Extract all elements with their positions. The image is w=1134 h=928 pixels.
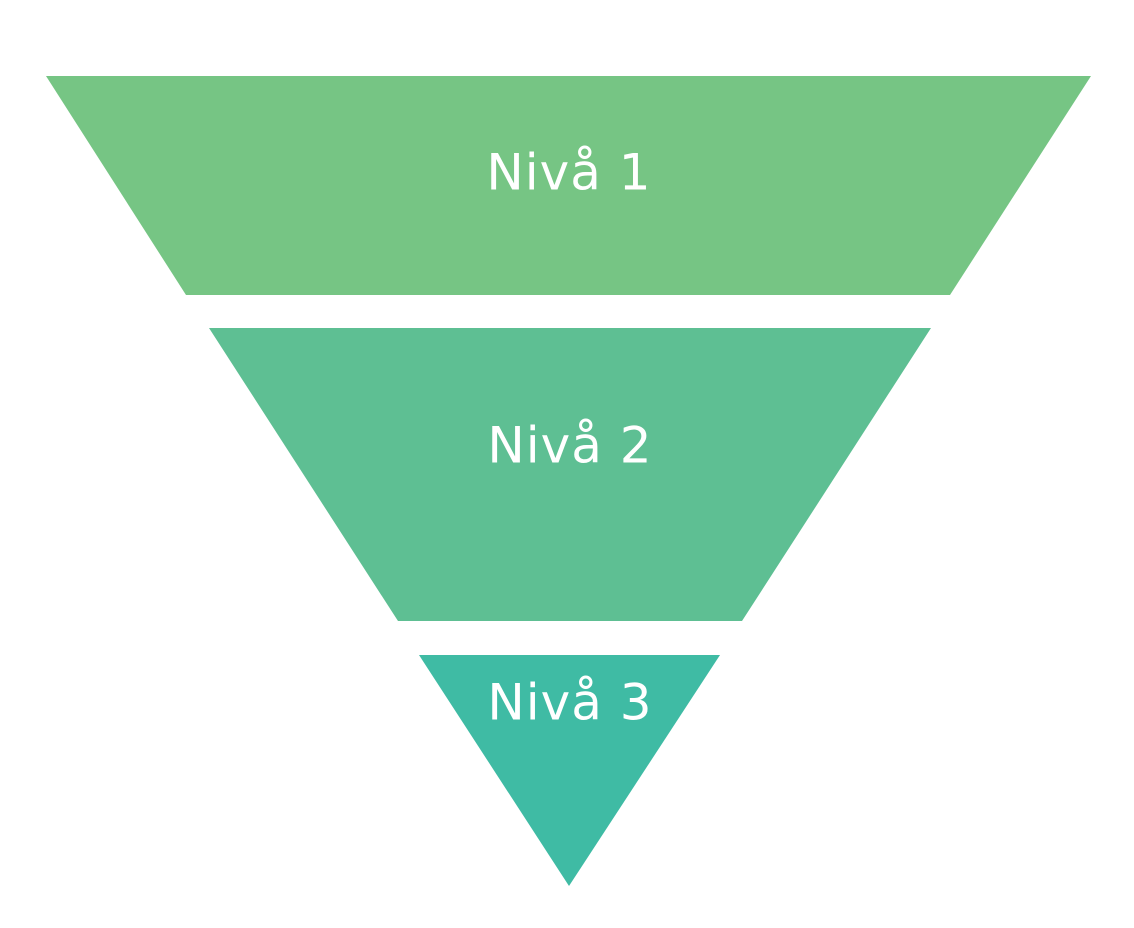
funnel-level-3	[419, 655, 720, 886]
funnel-level-1-label: Nivå 1	[486, 144, 651, 202]
funnel-level-1	[46, 76, 1091, 295]
funnel-level-2-label: Nivå 2	[487, 417, 652, 475]
funnel-level-2	[209, 328, 931, 621]
funnel-level-3-label: Nivå 3	[487, 674, 652, 732]
